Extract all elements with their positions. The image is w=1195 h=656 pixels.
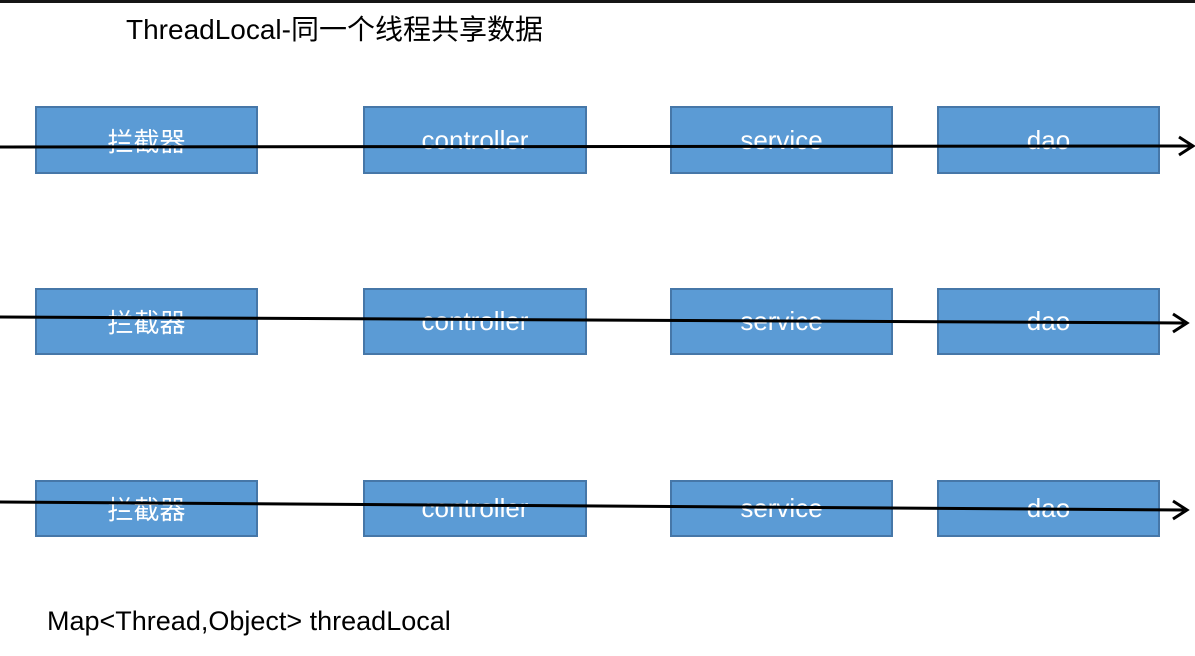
box-interceptor-row3: 拦截器 bbox=[35, 480, 258, 537]
box-dao-row3: dao bbox=[937, 480, 1160, 537]
box-interceptor-row2: 拦截器 bbox=[35, 288, 258, 355]
box-dao-row2: dao bbox=[937, 288, 1160, 355]
arrowhead-icon bbox=[1172, 499, 1190, 521]
box-controller-row3: controller bbox=[363, 480, 587, 537]
footer-code-text: Map<Thread,Object> threadLocal bbox=[47, 606, 451, 636]
box-service-row1: service bbox=[670, 106, 893, 174]
box-controller-row2: controller bbox=[363, 288, 587, 355]
top-border-bar bbox=[0, 0, 1195, 3]
box-interceptor-row1: 拦截器 bbox=[35, 106, 258, 174]
box-service-row2: service bbox=[670, 288, 893, 355]
arrowhead-icon bbox=[1178, 135, 1195, 157]
arrowhead-icon bbox=[1172, 312, 1190, 334]
box-dao-row1: dao bbox=[937, 106, 1160, 174]
box-service-row3: service bbox=[670, 480, 893, 537]
box-controller-row1: controller bbox=[363, 106, 587, 174]
page-title: ThreadLocal-同一个线程共享数据 bbox=[126, 14, 543, 45]
